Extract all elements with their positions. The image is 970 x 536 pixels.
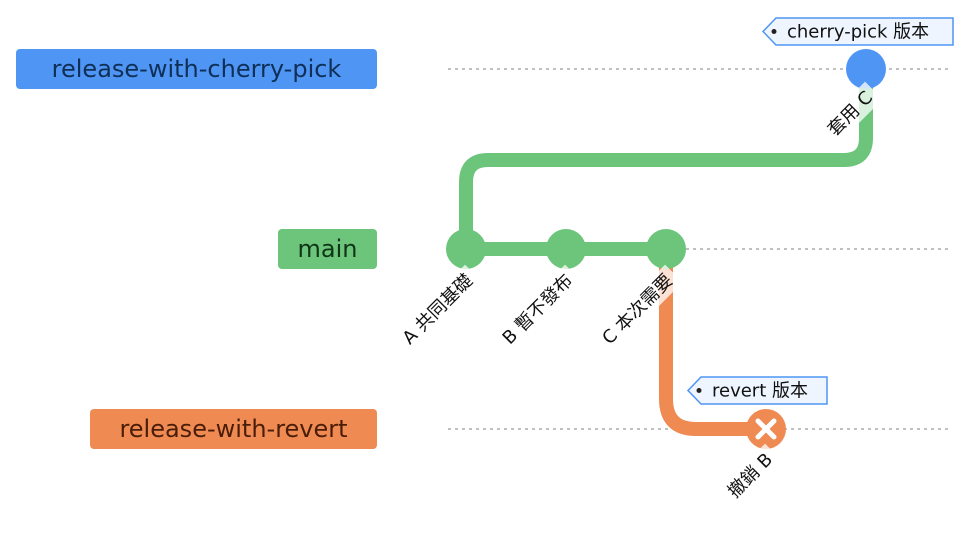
tag-cherry: cherry-pick 版本 <box>761 17 954 46</box>
tag-revert: revert 版本 <box>686 376 828 405</box>
tag-shape <box>761 17 954 46</box>
branch-label-bg <box>16 49 377 89</box>
commit-label-cherry: 套用 C <box>818 81 883 147</box>
commit-label-text: 撤銷 B <box>724 449 777 502</box>
tag-hole-icon <box>696 388 702 393</box>
branch-label-main: main <box>278 229 377 269</box>
tag-layer: cherry-pick 版本 revert 版本 <box>686 17 954 405</box>
branch-label-release-with-revert: release-with-revert <box>90 409 377 449</box>
tag-text: revert 版本 <box>712 381 808 402</box>
commit-label-revert: 撤銷 B <box>718 443 783 508</box>
tag-text: cherry-pick 版本 <box>787 22 929 43</box>
branch-label-text: main <box>298 235 358 263</box>
branch-label-text: release-with-cherry-pick <box>52 55 342 83</box>
branch-labels: release-with-cherry-pick main release-with… <box>16 49 377 449</box>
commit-label-text: B 暫不發布 <box>499 270 578 349</box>
commit-b <box>546 229 586 269</box>
connector-cherry-pick <box>459 62 873 256</box>
commit-label-a: A 共同基礎 <box>392 264 483 355</box>
commit-cherry <box>846 49 886 89</box>
commit-label-bg <box>492 264 583 355</box>
commit-label-text: A 共同基礎 <box>399 270 478 349</box>
commit-c <box>646 229 686 269</box>
commit-label-bg <box>392 264 483 355</box>
commit-marks <box>446 49 886 449</box>
connector-revert <box>659 242 773 436</box>
commit-label-bg <box>818 81 883 147</box>
commit-label-bg <box>592 264 683 355</box>
branch-label-bg <box>90 409 377 449</box>
commit-label-b: B 暫不發布 <box>492 264 583 355</box>
commit-label-bg <box>718 443 783 508</box>
tag-hole-icon <box>771 29 777 34</box>
tag-shape <box>686 376 828 405</box>
commit-a <box>446 229 486 269</box>
branch-label-release-with-cherry-pick: release-with-cherry-pick <box>16 49 377 89</box>
branch-label-text: release-with-revert <box>119 415 347 443</box>
revert-x-icon <box>755 418 777 440</box>
branch-label-bg <box>278 229 377 269</box>
